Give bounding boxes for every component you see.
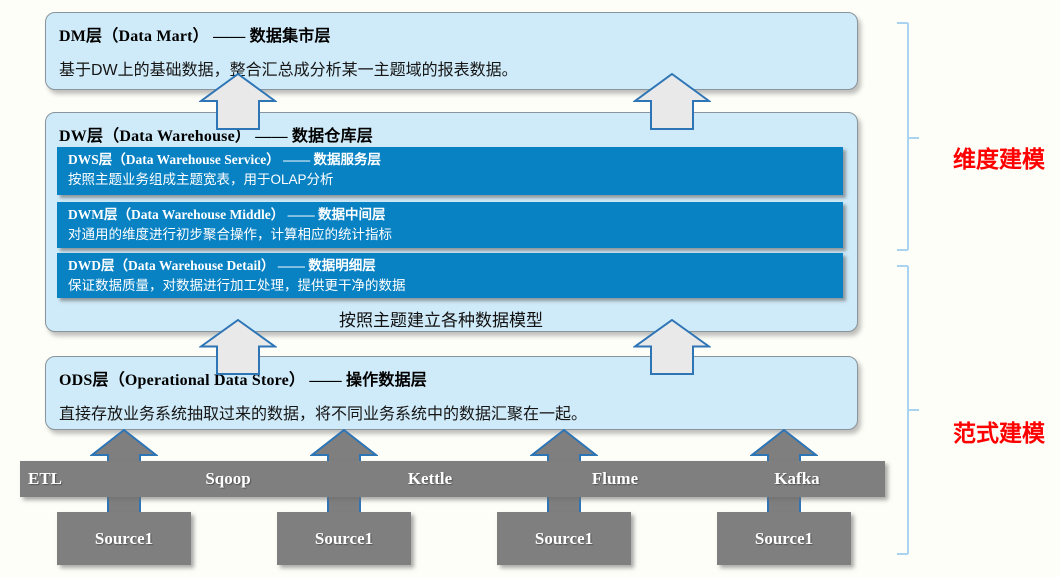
etl-tool-sqoop: Sqoop bbox=[205, 469, 251, 488]
etl-tool-kafka: Kafka bbox=[774, 469, 820, 488]
source-box: Source1 bbox=[497, 512, 631, 565]
dm-layer-title: DM层（Data Mart） —— 数据集市层 bbox=[59, 28, 331, 45]
source-box: Source1 bbox=[57, 512, 191, 565]
etl-tool-flume: Flume bbox=[591, 469, 639, 488]
dws-sublayer-title: DWS层（Data Warehouse Service） —— 数据服务层 bbox=[68, 152, 381, 167]
dw-layer-title: DW层（Data Warehouse） —— 数据仓库层 bbox=[59, 128, 373, 145]
etl-bar: ETL Sqoop Kettle Flume Kafka bbox=[20, 461, 885, 497]
dm-layer-description: 基于DW上的基础数据，整合汇总成分析某一主题域的报表数据。 bbox=[59, 62, 518, 79]
dwd-sublayer-title: DWD层（Data Warehouse Detail） —— 数据明细层 bbox=[68, 258, 376, 273]
dm-layer-box: DM层（Data Mart） —— 数据集市层 基于DW上的基础数据，整合汇总成… bbox=[45, 12, 858, 90]
etl-bar-label: ETL bbox=[28, 469, 63, 488]
source-box: Source1 bbox=[717, 512, 851, 565]
up-arrow-icon bbox=[633, 319, 711, 375]
dw-layer-note: 按照主题建立各种数据模型 bbox=[339, 311, 543, 330]
dwd-sublayer-description: 保证数据质量，对数据进行加工处理，提供更干净的数据 bbox=[68, 278, 406, 293]
annotation-dimensional-modeling: 维度建模 bbox=[953, 146, 1045, 172]
ods-layer-title: ODS层（Operational Data Store） —— 操作数据层 bbox=[59, 372, 427, 389]
up-arrow-icon bbox=[633, 73, 711, 130]
annotation-normal-form-modeling: 范式建模 bbox=[953, 420, 1045, 446]
dws-sublayer-description: 按照主题业务组成主题宽表，用于OLAP分析 bbox=[68, 172, 334, 187]
ods-layer-description: 直接存放业务系统抽取过来的数据，将不同业务系统中的数据汇聚在一起。 bbox=[59, 406, 588, 423]
bracket-icon bbox=[897, 265, 919, 555]
up-arrow-icon bbox=[199, 319, 277, 375]
ods-layer-box: ODS层（Operational Data Store） —— 操作数据层 直接… bbox=[45, 356, 858, 430]
etl-tool-kettle: Kettle bbox=[407, 469, 453, 488]
dwm-sublayer-box: DWM层（Data Warehouse Middle） —— 数据中间层 对通用… bbox=[57, 202, 843, 248]
dwm-sublayer-title: DWM层（Data Warehouse Middle） —— 数据中间层 bbox=[68, 207, 386, 222]
up-arrow-icon bbox=[199, 73, 277, 130]
dws-sublayer-box: DWS层（Data Warehouse Service） —— 数据服务层 按照… bbox=[57, 147, 843, 195]
dwm-sublayer-description: 对通用的维度进行初步聚合操作，计算相应的统计指标 bbox=[68, 227, 392, 242]
source-box: Source1 bbox=[277, 512, 411, 565]
dwd-sublayer-box: DWD层（Data Warehouse Detail） —— 数据明细层 保证数… bbox=[57, 253, 843, 298]
bracket-icon bbox=[897, 22, 919, 251]
